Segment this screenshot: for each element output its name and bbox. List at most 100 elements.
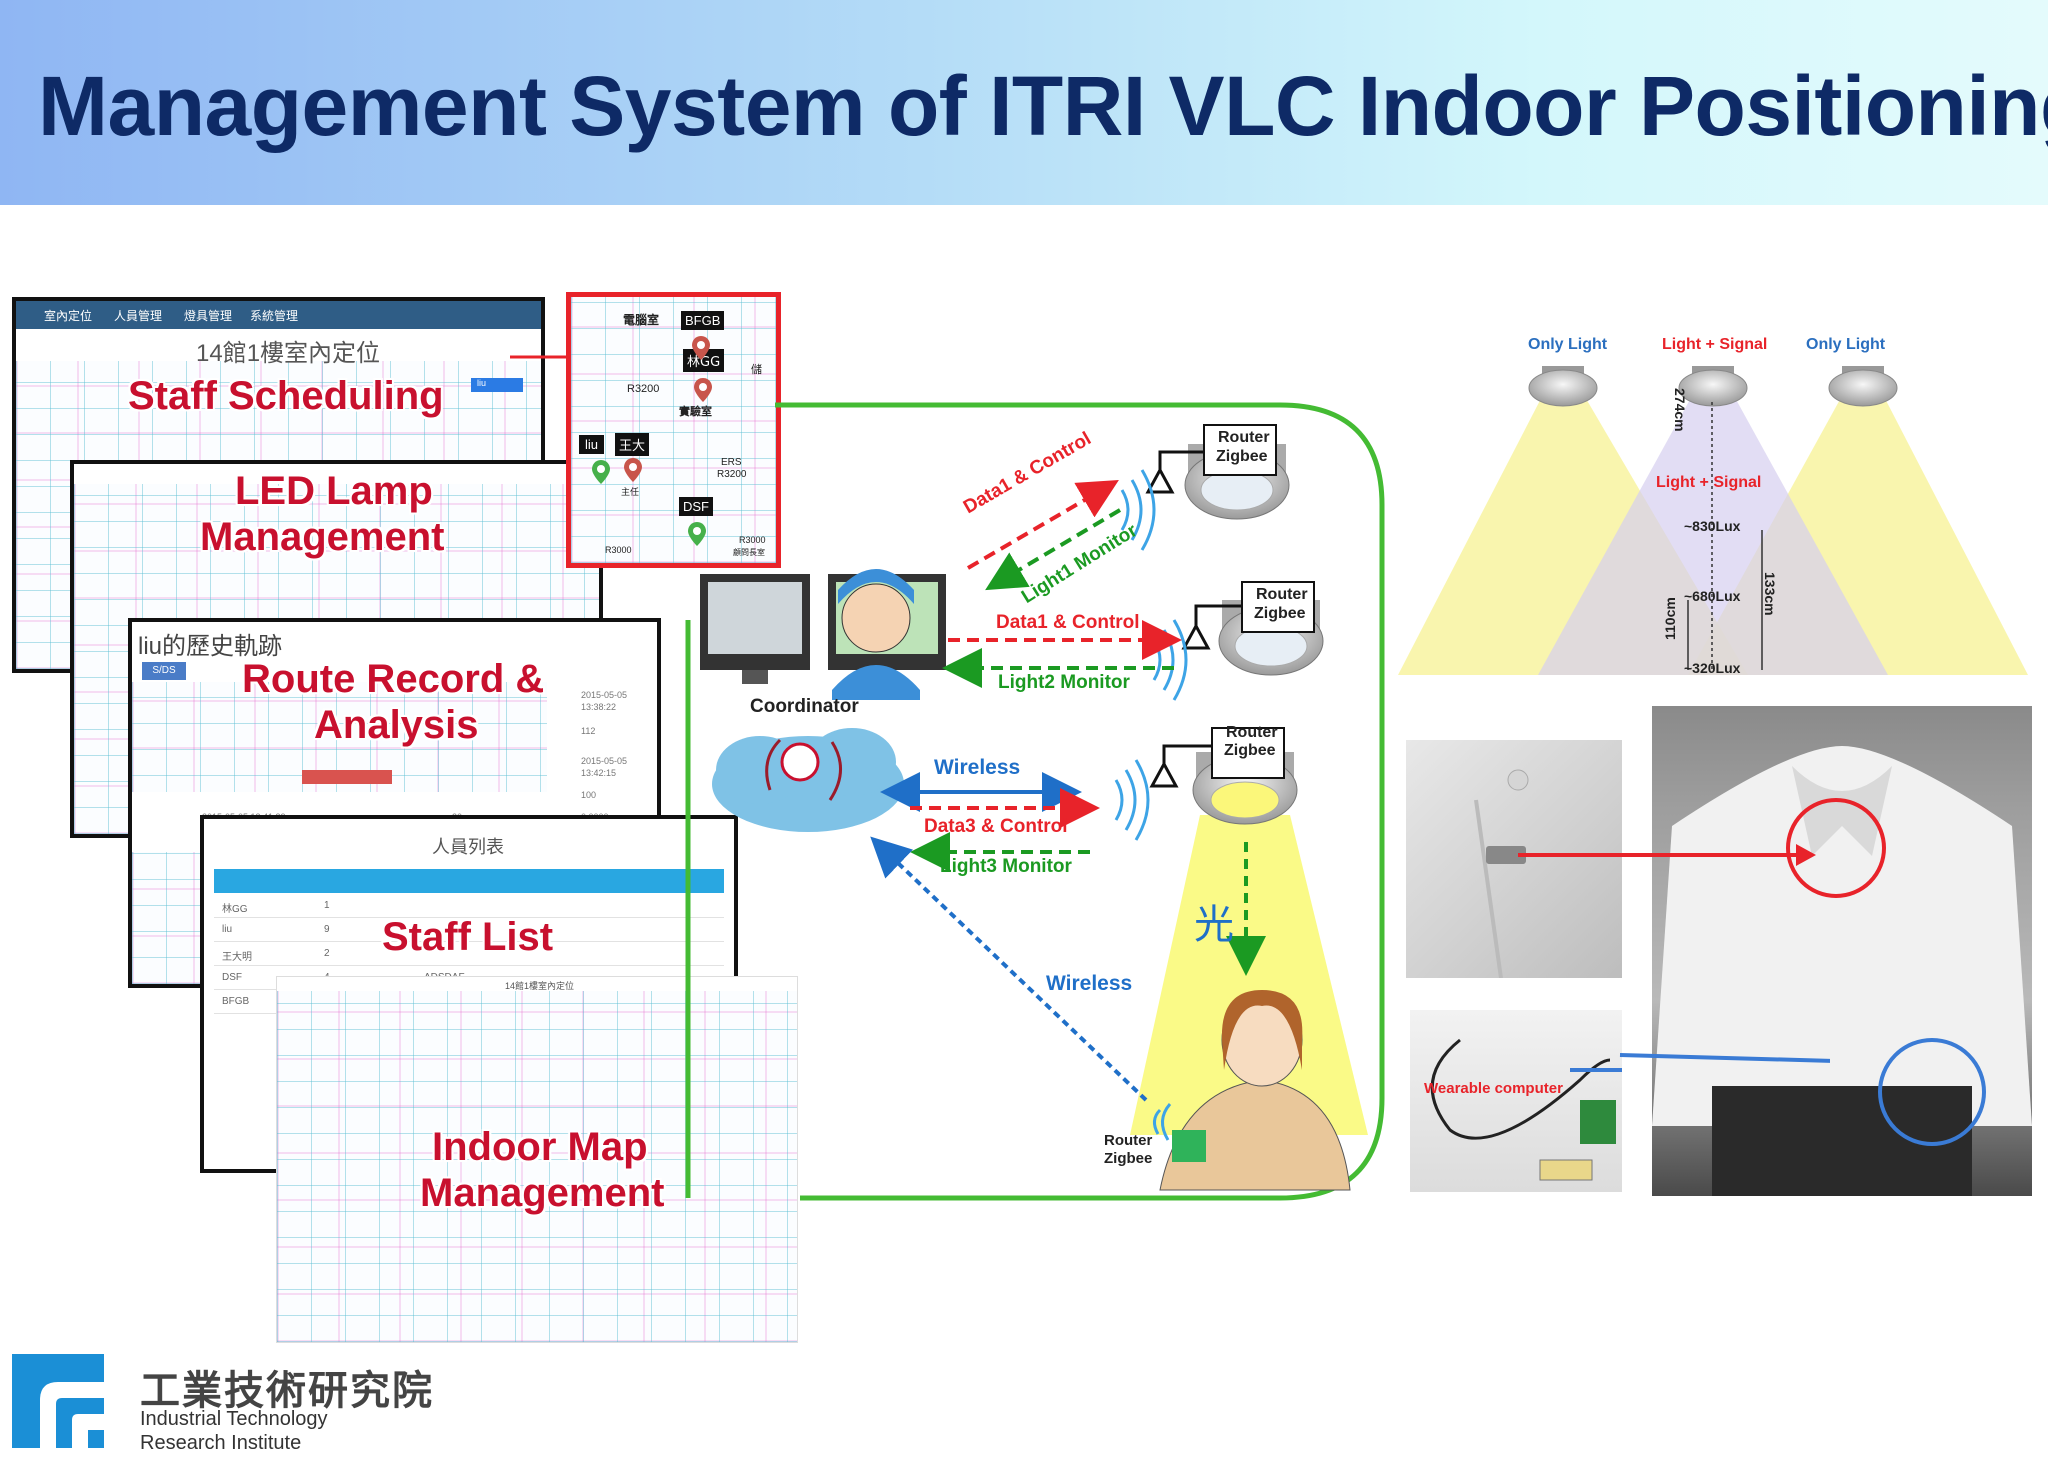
marker-tag: BFGB [681,311,725,330]
beam-center [1538,385,1888,675]
overlap-label: Light + Signal [1656,474,1762,491]
wearable-computer-photo: Wearable computer [1410,1010,1622,1192]
indoor-map-screen: 14館1樓室內定位 [276,976,798,1343]
led-lamp-label-line1: LED Lamp [235,469,433,513]
route-heading: liu的歷史軌跡 [138,633,283,660]
staff-list-label: Staff List [382,915,554,959]
lux-level: ~680Lux [1684,588,1741,604]
distance-274: 274cm [1672,388,1688,432]
zoomed-floor-plan: 電腦室 R3200 實驗室 ERS R3200 主任 R3000 R3000 顧… [566,292,781,568]
link-light1 [985,508,1122,591]
data3-control-label: Data3 & Control [924,816,1068,837]
nav-tab-bar: 室內定位 人員管理 燈具管理 系統管理 [16,301,541,329]
photo-arrows [1518,844,1830,1063]
map-pin-icon [692,336,710,360]
led-lamp-label-line2: Management [200,515,445,559]
light2-monitor-label: Light2 Monitor [998,672,1130,693]
route-label-line2: Analysis [314,703,479,747]
lamp-icon [1528,366,1598,407]
route-action-bar[interactable] [302,770,392,784]
tab-system[interactable]: 系統管理 [250,309,299,323]
indoor-map-label-line1: Indoor Map [432,1125,648,1169]
staff-name: 王大明 [222,952,252,963]
side-value: 112 [581,726,596,736]
map-pin-icon [592,460,610,484]
logo-chinese-name: 工業技術研究院 [140,1368,434,1414]
operator-icon [832,569,920,700]
shirt-illustration [1652,746,2032,1196]
lamp-label-right: Only Light [1806,336,1886,353]
floor-plan [571,297,776,563]
staff-heading: 人員列表 [432,837,504,857]
map-pin-icon [624,458,642,482]
shirt-closeup-photo [1406,740,1622,978]
person-icon [1159,990,1351,1191]
side-value: 2015-05-05 [581,690,628,700]
title-banner [0,0,2048,205]
beam-diagram [1398,366,2028,675]
tab-lamps[interactable]: 燈具管理 [184,309,233,323]
zigbee-label: Zigbee [1104,1150,1153,1167]
table-row[interactable]: 王大明 2 [214,943,724,966]
staff-number: 2 [324,948,330,959]
side-value: 13:42:15 [581,768,617,778]
router-box-3 [1211,727,1285,779]
staff-name: liu [222,924,233,935]
logo-english-line2: Research Institute [140,1432,302,1454]
screen-heading: 14館1樓室內定位 [196,340,381,367]
marker-tag: 王大 [615,433,650,456]
tab-positioning[interactable]: 室內定位 [44,309,93,323]
indoor-map-label-line2: Management [420,1171,665,1215]
user-badge[interactable]: liu [471,378,523,392]
staff-name: 林GG [222,904,248,915]
zigbee-label: Zigbee [1254,605,1306,622]
marker-tag: DSF [679,497,713,516]
light-character: 光 [1194,902,1234,948]
light3-monitor-label: Light3 Monitor [940,856,1072,877]
staff-number: 1 [324,900,330,911]
wireless-label-top: Wireless [934,756,1021,779]
route-label-line1: Route Record & [242,657,545,701]
coordinator-label: Coordinator [750,696,859,717]
height-133: 133cm [1762,572,1778,616]
marker-tag: liu [579,435,605,454]
router-box-1 [1203,424,1277,476]
height-110: 110cm [1662,597,1678,640]
tab-staff[interactable]: 人員管理 [114,309,163,323]
lamp-icon [1678,366,1748,407]
table-row[interactable]: liu 9 [214,919,724,942]
logo-english-line1: Industrial Technology [140,1408,328,1430]
wireless-label-bottom: Wireless [1046,972,1133,995]
circuit-board-icon [1430,1038,1622,1181]
staff-name: DSF [222,972,242,983]
table-row[interactable]: 林GG 1 [214,895,724,918]
page-title: Management System of ITRI VLC Indoor Pos… [38,59,2048,153]
wireless-waves-icon [1114,469,1188,1141]
room-label: R3000 [739,535,766,545]
lux-level: ~830Lux [1684,518,1741,534]
staff-number: 9 [324,924,330,935]
table-header [214,869,724,893]
link-wireless-bottom [870,836,1148,1102]
route-button[interactable]: S/DS [142,662,186,680]
lamp-label-center: Light + Signal [1662,336,1768,353]
antenna-icon [1145,450,1242,788]
map-pin-icon [694,378,712,402]
itri-logo-icon [12,1354,104,1448]
staff-name: BFGB [222,996,250,1007]
map-pin-icon [688,522,706,546]
wearable-label: Wearable computer [1424,1080,1563,1097]
person-shirt-photo [1652,706,2032,1196]
room-label: R3000 [605,545,632,555]
router-label: Router [1226,724,1278,741]
room-label: R3200 [717,469,747,480]
zigbee-label: Zigbee [1216,448,1268,465]
side-value: 2015-05-05 [581,756,628,766]
data1-control-label-b: Data1 & Control [996,612,1140,633]
room-label: 顧問長室 [733,548,765,557]
lux-level: ~320Lux [1684,660,1741,676]
room-label: 儲 [751,363,762,376]
floor-plan [277,991,797,1342]
room-label: 實驗室 [679,405,712,418]
